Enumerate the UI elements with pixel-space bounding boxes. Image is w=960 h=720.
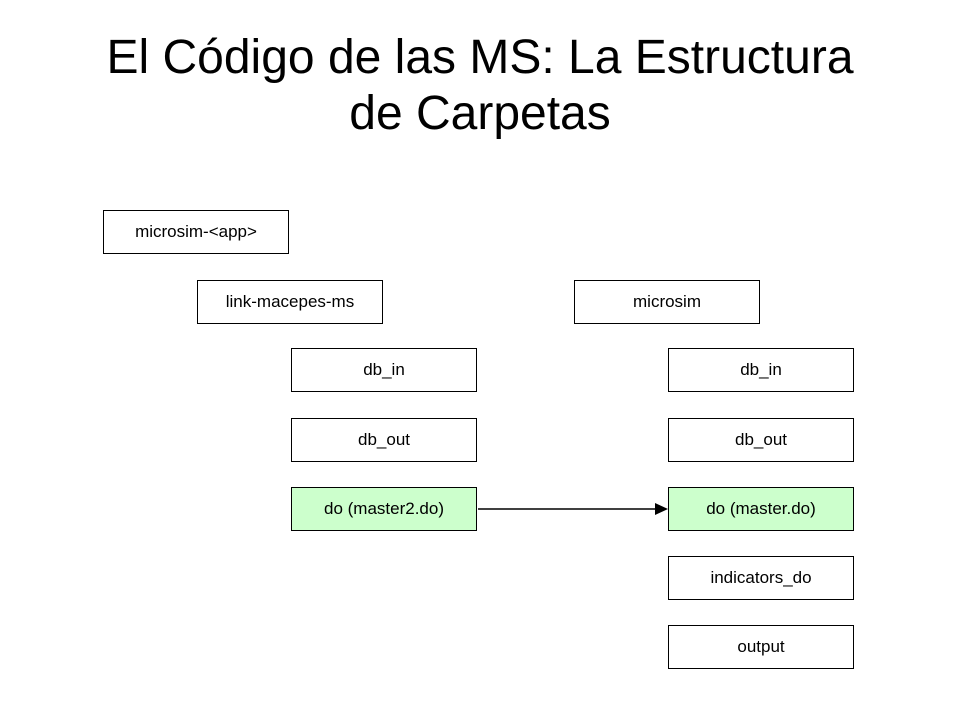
folder-microsim: microsim [574,280,760,324]
folder-left-db-out: db_out [291,418,477,462]
slide-title: El Código de las MS: La Estructura de Ca… [40,30,920,142]
folder-right-db-in: db_in [668,348,854,392]
slide-title-line1: El Código de las MS: La Estructura [106,31,854,84]
folder-left-do-master2: do (master2.do) [291,487,477,531]
folder-link-macepes-ms: link-macepes-ms [197,280,383,324]
folder-microsim-app: microsim-<app> [103,210,289,254]
link-arrow-head [655,503,668,515]
folder-right-indicators-do: indicators_do [668,556,854,600]
folder-right-db-out: db_out [668,418,854,462]
slide-title-line2: de Carpetas [349,87,611,140]
folder-right-output: output [668,625,854,669]
folder-right-do-master: do (master.do) [668,487,854,531]
folder-left-db-in: db_in [291,348,477,392]
